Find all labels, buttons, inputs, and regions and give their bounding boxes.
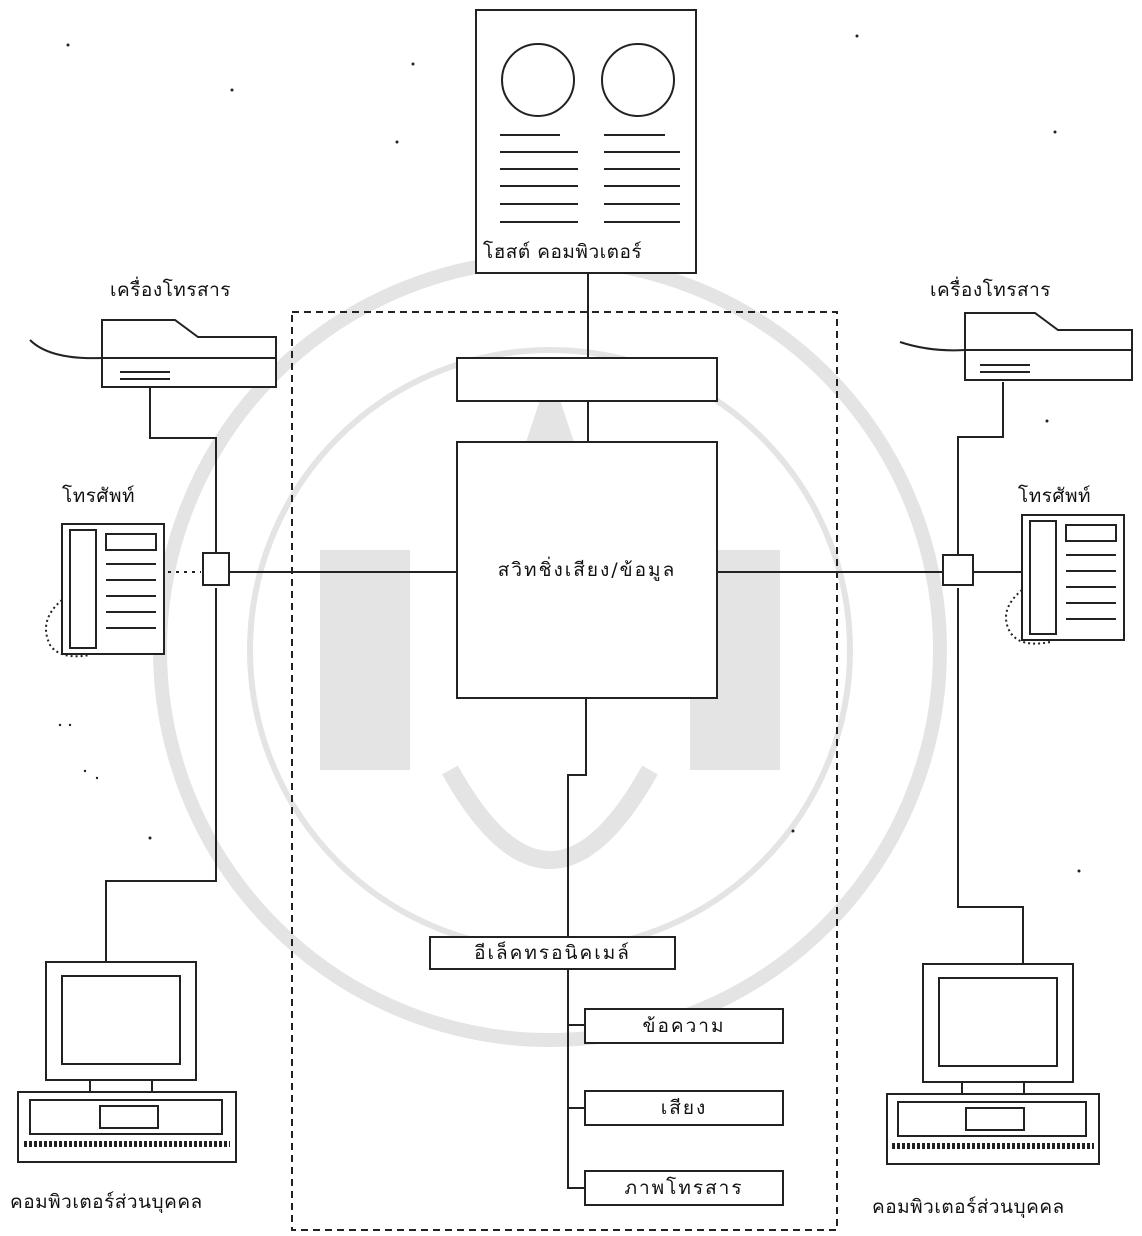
left-telephone-icon	[46, 524, 164, 656]
right-junction-box	[943, 555, 973, 585]
right-fax-machine-icon	[900, 313, 1132, 380]
email-link	[568, 699, 586, 936]
voice-data-switch-label: สวิทชิ่งเสียง/ข้อมูล	[458, 555, 716, 585]
voice-data-switch-box: สวิทชิ่งเสียง/ข้อมูล	[456, 441, 718, 699]
right-telephone-icon	[1006, 515, 1124, 644]
right-fax-label: เครื่องโทรสาร	[930, 278, 1051, 302]
mail-item-fax-image-box: ภาพโทรสาร	[584, 1170, 784, 1206]
left-fax-machine-icon	[30, 320, 276, 387]
right-personal-computer-icon	[887, 964, 1099, 1164]
mail-item-voice-box: เสียง	[584, 1090, 784, 1126]
email-bus	[568, 970, 584, 1188]
right-personal-computer-label: คอมพิวเตอร์ส่วนบุคคล	[872, 1195, 1065, 1219]
left-junction-box	[203, 553, 229, 585]
mail-item-fax-image-label: ภาพโทรสาร	[586, 1173, 782, 1203]
left-personal-computer-label: คอมพิวเตอร์ส่วนบุคคล	[10, 1190, 203, 1214]
mail-item-voice-label: เสียง	[586, 1093, 782, 1123]
mail-item-text-box: ข้อความ	[584, 1008, 784, 1044]
right-telephone-label: โทรศัพท์	[1018, 484, 1091, 508]
mail-item-text-label: ข้อความ	[586, 1011, 782, 1041]
left-personal-computer-icon	[18, 962, 236, 1162]
host-computer-icon	[476, 10, 696, 273]
left-telephone-label: โทรศัพท์	[62, 484, 135, 508]
electronic-mail-label: อีเล็คทรอนิคเมล์	[431, 938, 674, 968]
electronic-mail-box: อีเล็คทรอนิคเมล์	[429, 936, 676, 970]
host-computer-label: โฮสต์ คอมพิวเตอร์	[483, 240, 642, 264]
interface-box	[456, 357, 718, 402]
left-fax-label: เครื่องโทรสาร	[110, 278, 231, 302]
